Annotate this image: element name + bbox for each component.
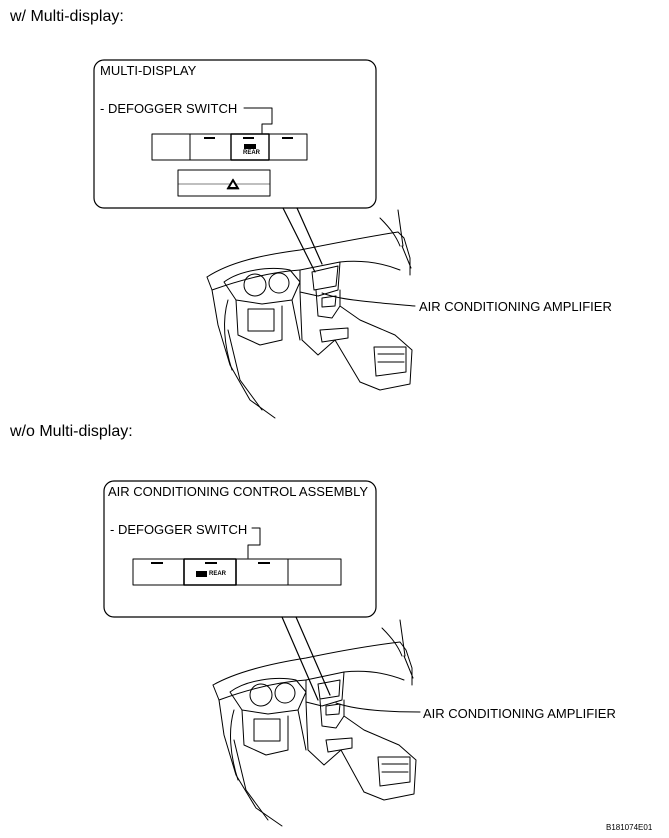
air-conditioning-amplifier-label-1: AIR CONDITIONING AMPLIFIER [419,299,612,314]
figure-code: B181074E01 [606,823,653,832]
multi-display-switch-panel [151,133,308,197]
defogger-switch-label-2: - DEFOGGER SWITCH [110,522,248,537]
multi-display-callout-box [93,59,377,209]
rear-switch-text-1: REAR [243,150,261,156]
amplifier-leader-1 [321,292,416,307]
amplifier-leader-2 [335,702,421,713]
multi-display-label: MULTI-DISPLAY [100,63,197,78]
air-conditioning-amplifier-label-2: AIR CONDITIONING AMPLIFIER [423,706,616,721]
defogger-leader-1 [243,107,273,134]
callout-leader-1 [282,207,323,273]
defogger-leader-2 [247,527,261,559]
ac-control-switch-panel [132,558,342,586]
ac-control-assembly-label: AIR CONDITIONING CONTROL ASSEMBLY [108,484,369,499]
dashboard-illustration-1 [206,209,413,419]
dashboard-illustration-2 [212,619,417,827]
section-2-heading: w/o Multi-display: [10,423,133,440]
defogger-switch-label-1: - DEFOGGER SWITCH [100,101,238,116]
ac-control-callout-box [103,480,377,618]
rear-switch-text-2: REAR [209,571,227,577]
section-1-heading: w/ Multi-display: [10,8,124,25]
